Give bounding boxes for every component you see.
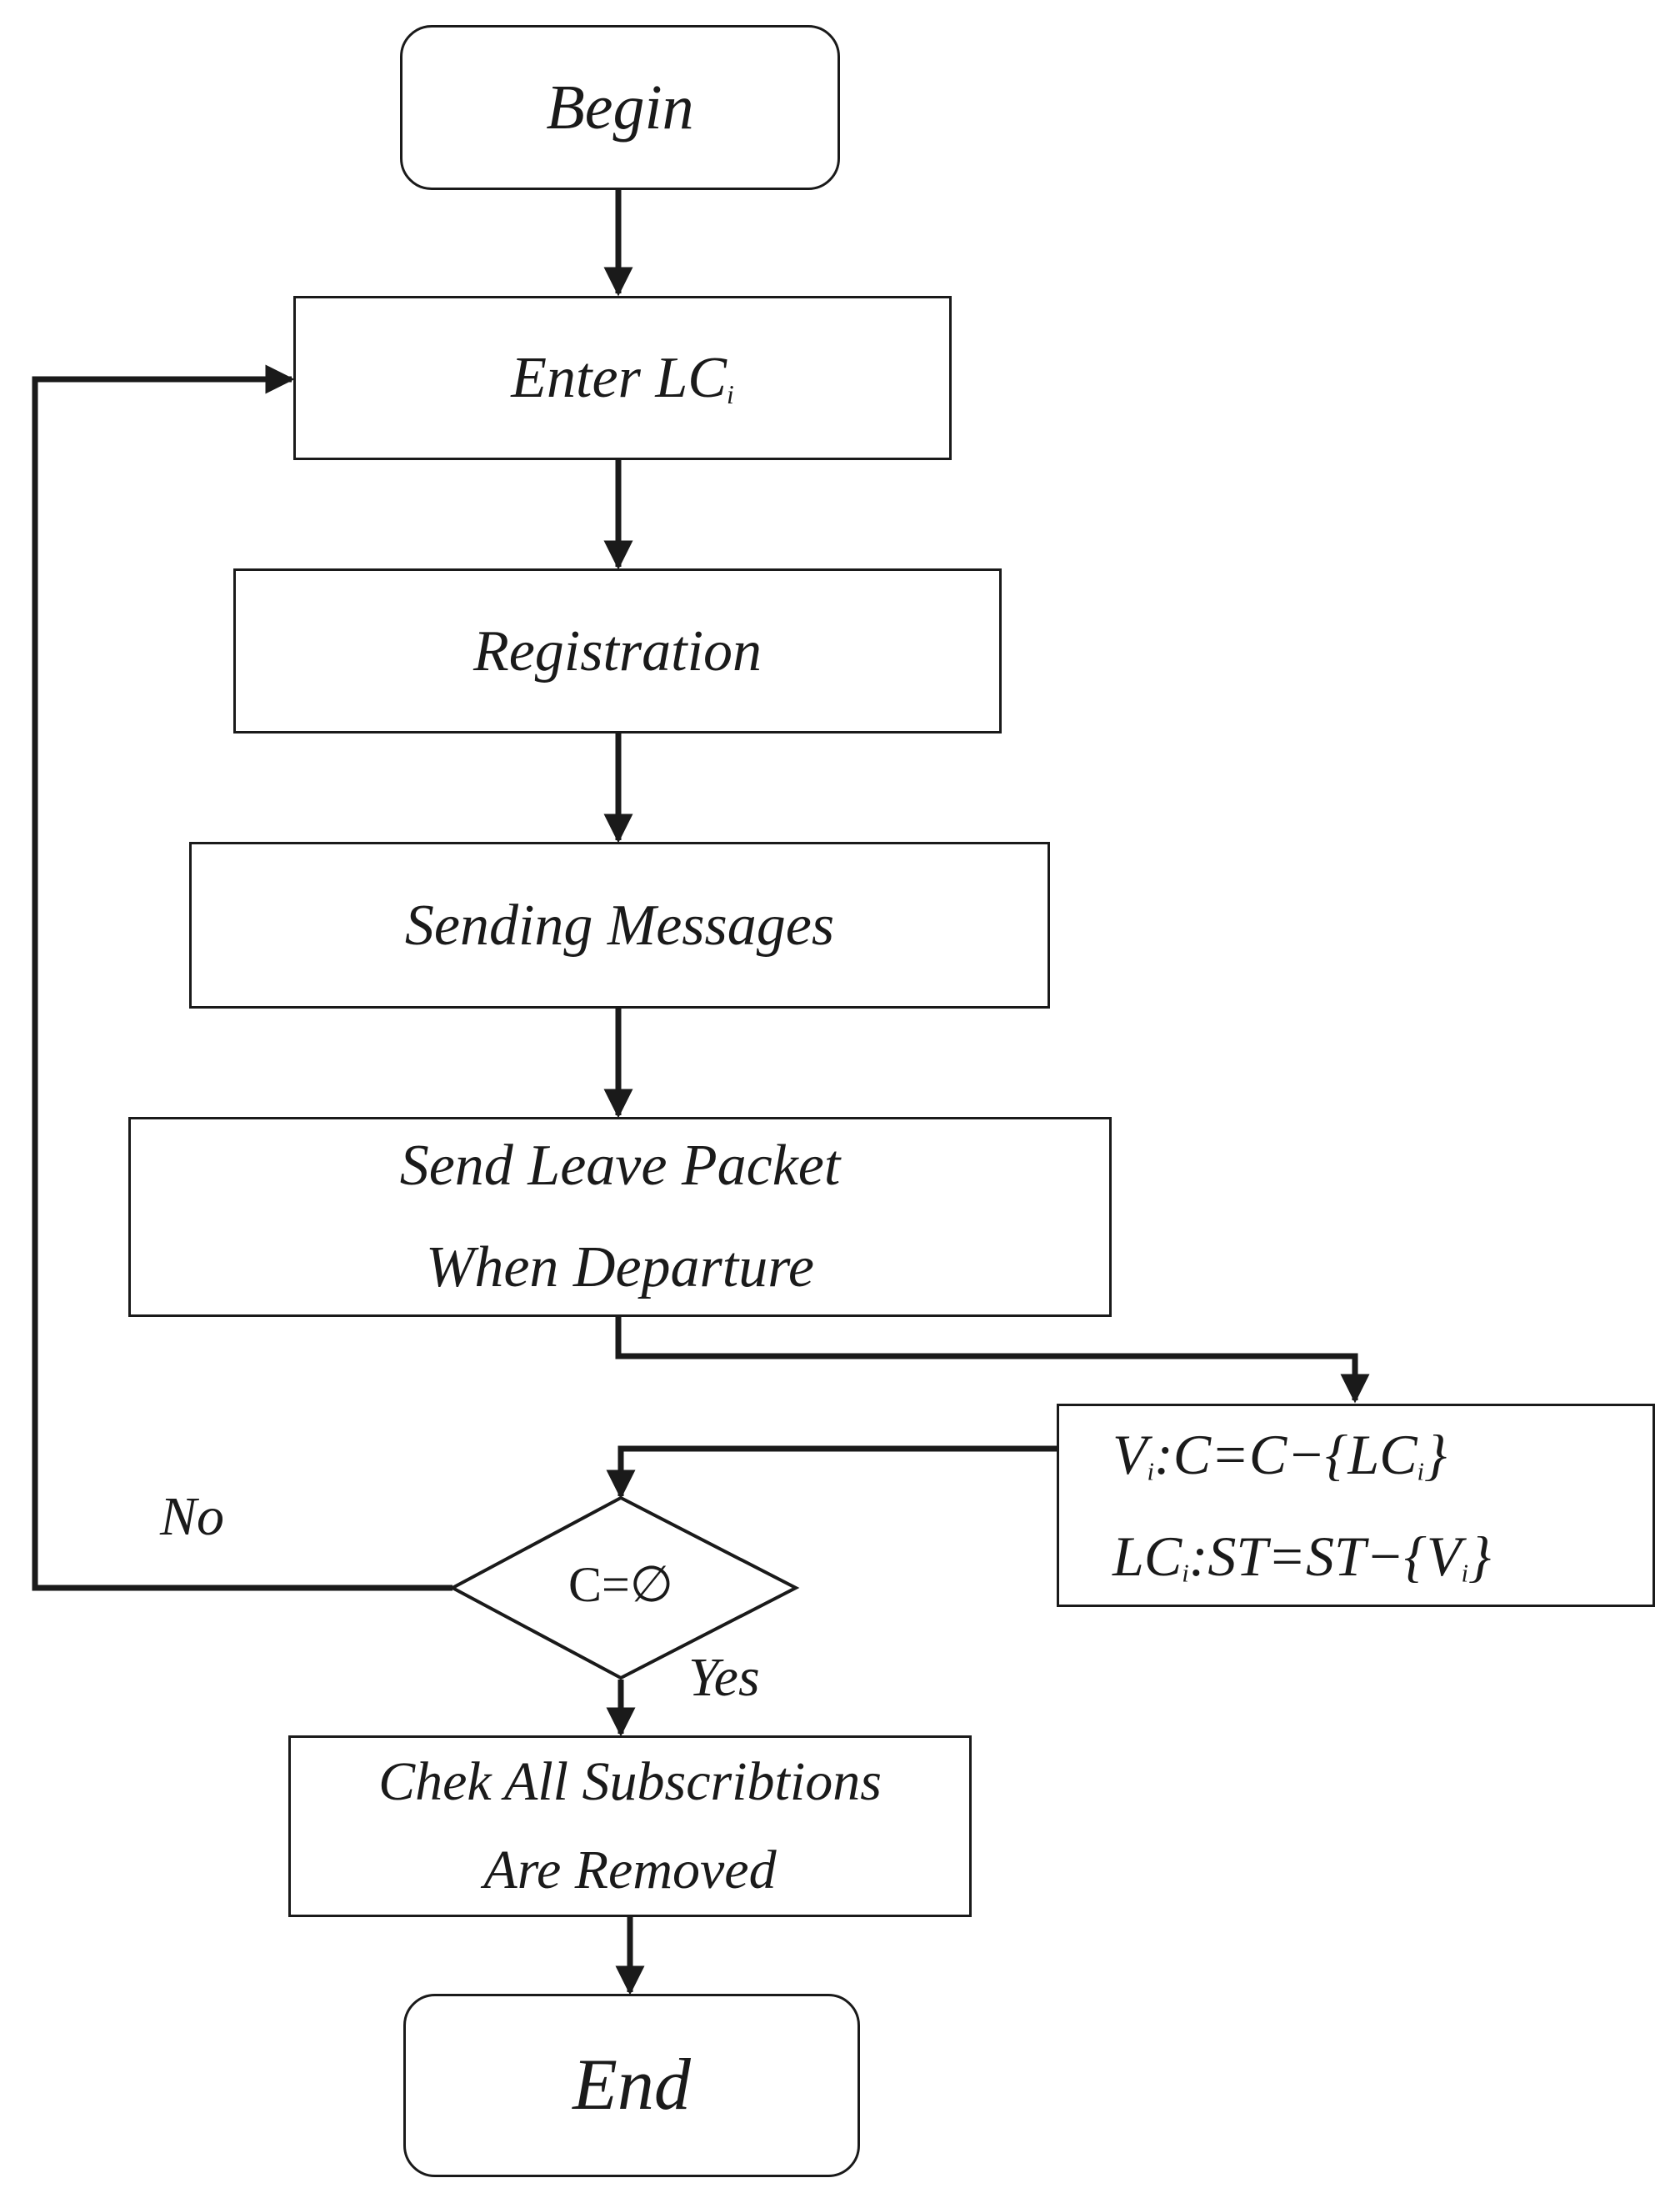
end-terminal: End (403, 1994, 860, 2177)
send-leave-line1: Send Leave Packet (399, 1133, 841, 1198)
end-label: End (572, 2045, 691, 2125)
enter-lc-box: Enter LCi (293, 296, 952, 460)
send-leave-line2: When Departure (426, 1235, 814, 1299)
arrow-leave-to-formula (615, 1317, 1370, 1404)
formula-line-1: Vi:C=C−{LCi} (1112, 1422, 1448, 1486)
begin-label: Begin (546, 73, 694, 143)
no-label: No (160, 1486, 225, 1547)
formula-line-2: LCi:ST=ST−{Vi} (1112, 1525, 1492, 1588)
begin-terminal: Begin (400, 25, 840, 190)
sending-messages-box: Sending Messages (189, 842, 1050, 1009)
decision-label: C=∅ (568, 1557, 674, 1612)
arrow-decision-no-loop (32, 364, 452, 1591)
decision-diamond (448, 1495, 800, 1680)
check-line1: Chek All Subscribtions (378, 1751, 882, 1813)
yes-label: Yes (688, 1647, 760, 1708)
send-leave-packet-box: Send Leave Packet When Departure (128, 1117, 1112, 1317)
sending-messages-label: Sending Messages (404, 893, 835, 958)
check-line2: Are Removed (483, 1840, 777, 1900)
check-subscriptions-box: Chek All Subscribtions Are Removed (288, 1735, 972, 1917)
set-update-box: Vi:C=C−{LCi} LCi:ST=ST−{Vi} (1057, 1404, 1655, 1607)
registration-label: Registration (472, 618, 762, 683)
enter-lc-label: Enter LCi (511, 346, 734, 410)
registration-box: Registration (233, 568, 1002, 733)
arrow-formula-to-decision (606, 1445, 1057, 1500)
